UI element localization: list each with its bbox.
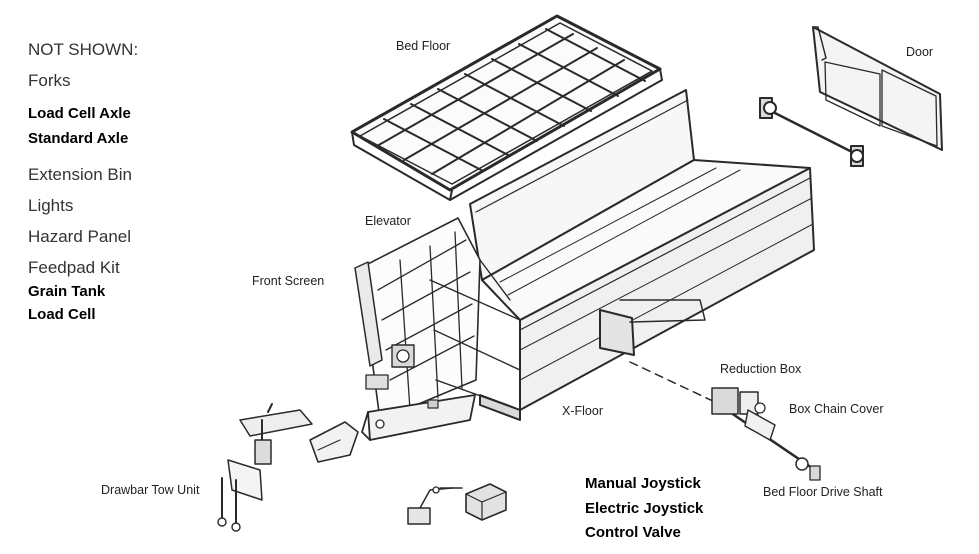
not-shown-item: Extension Bin [28, 165, 132, 184]
not-shown-title: NOT SHOWN: [28, 40, 139, 59]
drive-shaft-drawing [629, 361, 821, 481]
not-shown-item: Lights [28, 196, 74, 215]
not-shown-item: Feedpad Kit [28, 258, 120, 277]
label-drawbar-tow-unit: Drawbar Tow Unit [101, 483, 200, 497]
joystick-drawing [407, 486, 463, 525]
not-shown-item: Hazard Panel [28, 227, 132, 246]
label-reduction-box: Reduction Box [720, 362, 802, 376]
not-shown-item: Load Cell Axle [28, 105, 131, 122]
label-x-floor: X-Floor [562, 404, 603, 418]
door-drawing [812, 26, 943, 151]
label-electric-joystick: Electric Joystick [585, 500, 704, 517]
label-bed-floor: Bed Floor [396, 39, 451, 53]
not-shown-item: Load Cell [28, 306, 96, 323]
label-manual-joystick: Manual Joystick [585, 475, 701, 492]
elevator-drawing [359, 217, 521, 421]
label-elevator: Elevator [365, 214, 411, 228]
label-control-valve: Control Valve [585, 524, 681, 541]
door-shaft-drawing [759, 97, 864, 167]
bracket-drawing [309, 421, 359, 463]
control-valve-drawing [465, 483, 507, 521]
front-screen-drawing [354, 261, 383, 367]
not-shown-item: Standard Axle [28, 130, 129, 147]
label-door: Door [906, 45, 934, 59]
drawbar-drawing [361, 394, 476, 441]
not-shown-item: Grain Tank [28, 283, 106, 300]
wagon-body-drawing [469, 89, 815, 421]
label-bed-floor-drive-shaft: Bed Floor Drive Shaft [763, 485, 883, 499]
not-shown-item: Forks [28, 71, 71, 90]
label-front-screen: Front Screen [252, 274, 325, 288]
bed-floor-drawing [350, 14, 663, 201]
label-box-chain-cover: Box Chain Cover [789, 402, 884, 416]
drawbar-tow-unit-drawing [217, 403, 313, 532]
